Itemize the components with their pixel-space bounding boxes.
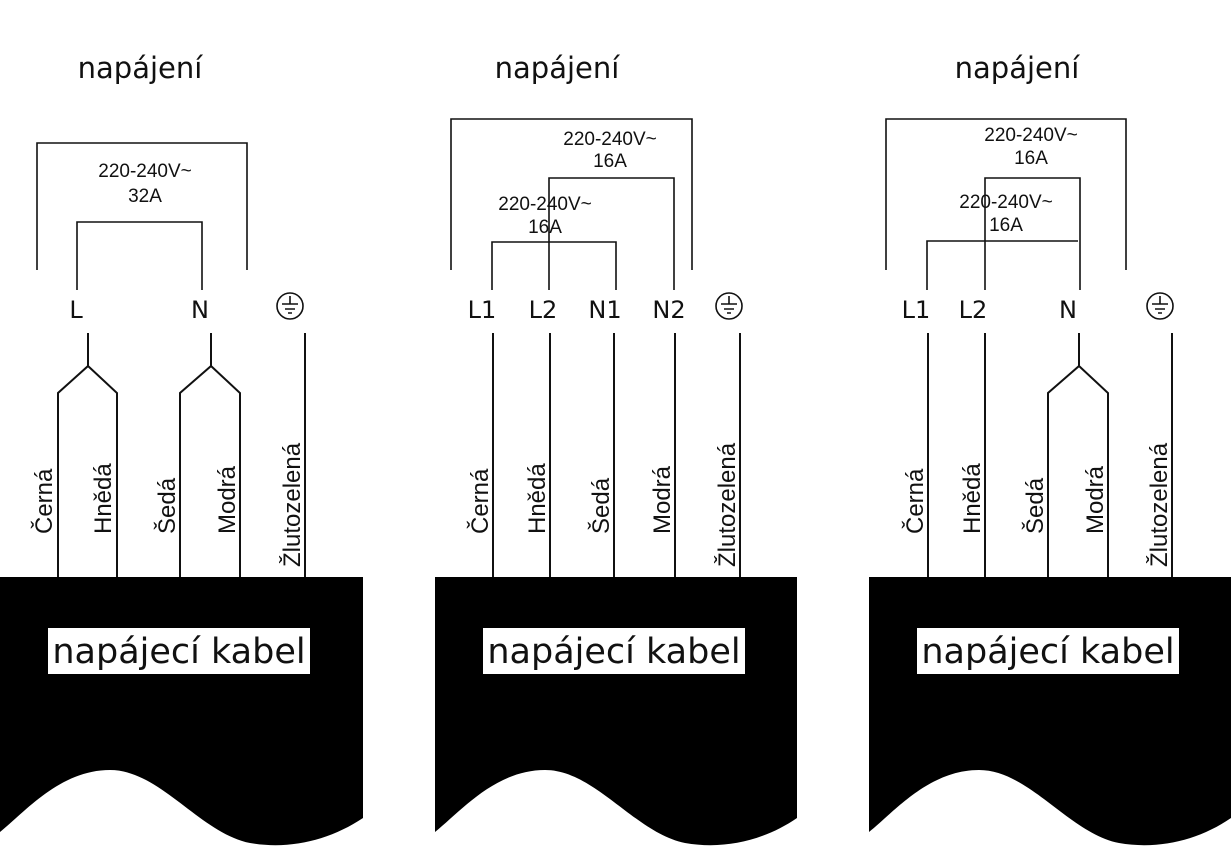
supply-bridge-line xyxy=(491,241,617,290)
wire-label: Šedá xyxy=(153,477,181,534)
wire-label: Černá xyxy=(466,468,494,534)
supply-bridge-line xyxy=(926,240,1078,290)
wire-label: Žlutozelená xyxy=(1146,442,1173,567)
supply-current: 16A xyxy=(593,151,627,172)
wire-label: Modrá xyxy=(1082,465,1109,534)
terminal-label: L2 xyxy=(959,296,988,324)
wire-fork-n xyxy=(1047,333,1109,578)
wire-label: Hnědá xyxy=(90,463,117,534)
wire-label: Hnědá xyxy=(959,463,986,534)
supply-current: 16A xyxy=(1014,148,1048,169)
earth-ground-icon xyxy=(276,292,304,320)
supply-box-outline xyxy=(885,118,1127,270)
supply-heading: napájení xyxy=(495,51,621,85)
supply-box: 220-240V~ 16A 220-240V~ 16A xyxy=(450,118,693,290)
wire-label: Modrá xyxy=(214,465,241,534)
wire-label: Černá xyxy=(30,468,58,534)
wire-label: Modrá xyxy=(649,465,676,534)
diagram-two-phase-common-neutral: napájení 220-240V~ 16A 220-240V~ 16A L1 … xyxy=(869,51,1231,846)
wire-fork-l xyxy=(57,333,118,578)
terminal-label: L1 xyxy=(468,296,497,324)
power-cable: napájecí kabel xyxy=(435,577,797,846)
supply-bridge-line xyxy=(984,177,1081,290)
supply-current: 16A xyxy=(528,217,562,238)
supply-voltage: 220-240V~ xyxy=(498,194,592,215)
supply-voltage: 220-240V~ xyxy=(98,161,192,182)
terminal-label: L xyxy=(69,296,83,324)
power-cable: napájecí kabel xyxy=(869,577,1231,846)
wire-label: Žlutozelená xyxy=(714,442,741,567)
cable-label: napájecí kabel xyxy=(487,632,740,672)
wire-label: Černá xyxy=(901,468,929,534)
supply-voltage: 220-240V~ xyxy=(984,125,1078,146)
wire-label: Hnědá xyxy=(524,463,551,534)
supply-heading: napájení xyxy=(78,51,204,85)
terminal-label: L1 xyxy=(902,296,931,324)
supply-box-outline xyxy=(36,142,248,270)
supply-box-outline xyxy=(450,118,693,270)
earth-ground-icon xyxy=(1146,292,1174,320)
cable-label: napájecí kabel xyxy=(921,632,1174,672)
supply-voltage: 220-240V~ xyxy=(563,129,657,150)
terminal-label: L2 xyxy=(529,296,558,324)
supply-heading: napájení xyxy=(955,51,1081,85)
supply-current: 32A xyxy=(128,186,162,207)
earth-ground-icon xyxy=(715,292,743,320)
terminal-label: N xyxy=(1059,296,1077,324)
power-cable: napájecí kabel xyxy=(0,577,363,846)
wire-label: Šedá xyxy=(1021,477,1049,534)
wire-label: Žlutozelená xyxy=(279,442,306,567)
supply-bridge-line xyxy=(548,177,675,290)
wire-label: Šedá xyxy=(587,477,615,534)
supply-box: 220-240V~ 32A xyxy=(36,142,248,290)
terminal-label: N1 xyxy=(588,296,621,324)
supply-bridge-line xyxy=(76,221,203,290)
wire-fork-n xyxy=(179,333,241,578)
supply-current: 16A xyxy=(989,215,1023,236)
supply-box: 220-240V~ 16A 220-240V~ 16A xyxy=(885,118,1127,290)
terminal-label: N xyxy=(191,296,209,324)
supply-voltage: 220-240V~ xyxy=(959,192,1053,213)
diagram-single-phase-32a: napájení 220-240V~ 32A L N Černá Hnědá Š… xyxy=(0,51,363,846)
diagram-two-phase-two-neutral: napájení 220-240V~ 16A 220-240V~ 16A L1 … xyxy=(435,51,797,846)
cable-label: napájecí kabel xyxy=(52,632,305,672)
terminal-label: N2 xyxy=(652,296,685,324)
